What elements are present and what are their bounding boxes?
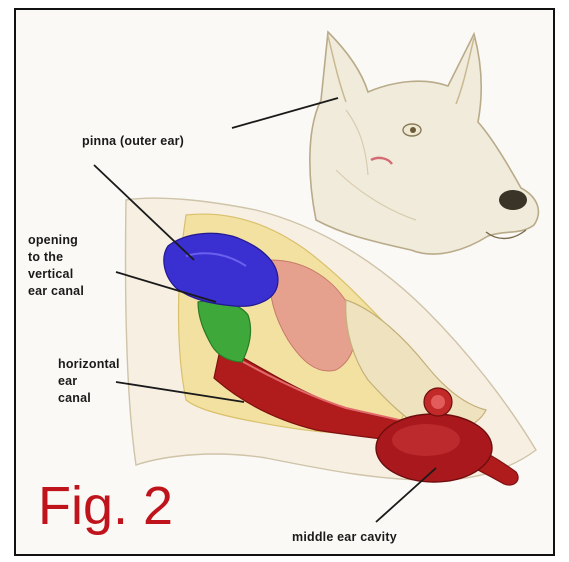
figure-label: Fig. 2 <box>38 476 173 536</box>
label-pinna: pinna (outer ear) <box>82 133 184 150</box>
ear-anatomy-illustration <box>16 10 553 554</box>
dog-head-illustration <box>310 32 539 254</box>
figure-frame: pinna (outer ear) opening to the vertica… <box>14 8 555 556</box>
label-horizontal-canal: horizontal ear canal <box>58 356 120 407</box>
label-middle-ear-cavity: middle ear cavity <box>292 529 397 546</box>
label-opening-vertical-canal: opening to the vertical ear canal <box>28 232 84 300</box>
